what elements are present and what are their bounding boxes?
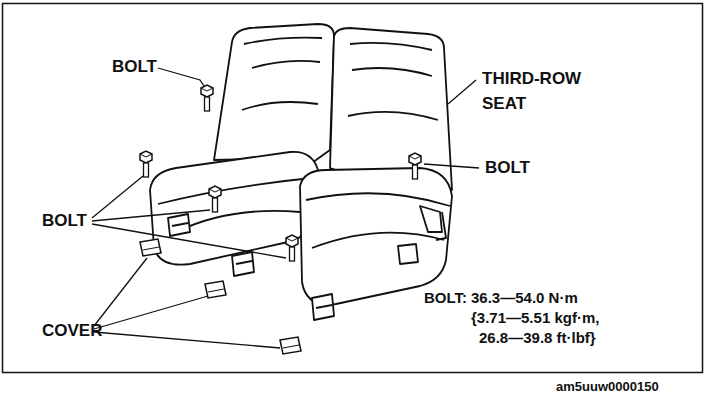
torque-value: 36.3—54.0 N·m: [471, 288, 578, 308]
part-label: THIRD-ROW SEAT: [482, 66, 607, 116]
torque-value: {3.71—5.51 kgf·m,: [471, 308, 599, 328]
torque-label: BOLT:: [424, 288, 467, 308]
figure-code: am5uuw0000150: [556, 378, 659, 396]
part-label: BOLT: [112, 56, 157, 78]
part-label: BOLT: [42, 210, 87, 232]
part-label: COVER: [42, 320, 102, 342]
part-label: BOLT: [485, 157, 530, 179]
torque-value: 26.8—39.8 ft·lbf}: [479, 328, 596, 348]
